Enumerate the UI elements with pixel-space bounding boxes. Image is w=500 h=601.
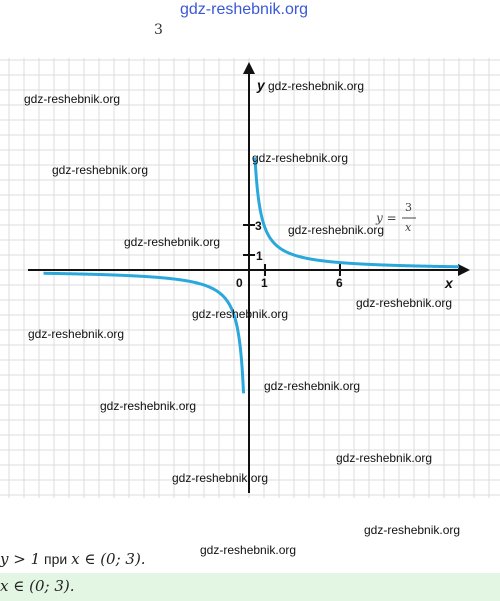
watermark: gdz-reshebnik.org xyxy=(24,92,121,106)
formula-lhs: y = xyxy=(375,211,397,225)
watermark: gdz-reshebnik.org xyxy=(172,471,269,485)
x-axis-label: x xyxy=(444,275,454,291)
watermark: gdz-reshebnik.org xyxy=(52,163,149,177)
origin-label: 0 xyxy=(236,276,243,290)
y-tick-1-label: 1 xyxy=(256,249,263,263)
formula-denominator: x xyxy=(405,221,412,234)
watermark: gdz-reshebnik.org xyxy=(356,296,453,310)
watermark: gdz-reshebnik.org xyxy=(336,451,433,465)
grid-lines xyxy=(0,58,500,498)
x-tick-1-label: 1 xyxy=(261,276,268,290)
watermark: gdz-reshebnik.org xyxy=(288,223,385,237)
watermark: gdz-reshebnik.org xyxy=(264,379,361,393)
answer-box: x ∈ (0; 3). xyxy=(0,573,500,601)
y-tick-3-label: 3 xyxy=(255,219,262,233)
watermark: gdz-reshebnik.org xyxy=(124,235,221,249)
watermark: gdz-reshebnik.org xyxy=(268,79,365,93)
pri-word: при xyxy=(40,551,72,567)
solution-line: y > 1 при x ∈ (0; 3). xyxy=(0,550,146,568)
formula-numerator: 3 xyxy=(405,201,412,214)
curve-branch-negative xyxy=(43,271,246,394)
site-link[interactable]: gdz-reshebnik.org xyxy=(180,1,309,18)
watermark: gdz-reshebnik.org xyxy=(252,151,349,165)
inequality-text: y > 1 xyxy=(0,550,41,568)
function-graph: y x 0 1 6 1 3 y = 3 x xyxy=(0,58,500,498)
interval-text: x ∈ (0; 3). xyxy=(71,550,146,568)
watermark: gdz-reshebnik.org xyxy=(200,543,297,557)
answer-text: x ∈ (0; 3). xyxy=(0,577,75,595)
problem-number: 3 xyxy=(154,22,163,38)
x-axis-arrow xyxy=(458,264,470,276)
y-axis-arrow xyxy=(243,62,255,74)
curve-branch-positive xyxy=(253,157,460,269)
x-tick-6-label: 6 xyxy=(336,276,343,290)
watermark: gdz-reshebnik.org xyxy=(192,307,289,321)
watermark: gdz-reshebnik.org xyxy=(364,523,461,537)
watermark: gdz-reshebnik.org xyxy=(28,327,125,341)
y-axis-label: y xyxy=(256,77,266,93)
function-formula: y = 3 x xyxy=(375,201,416,234)
watermark: gdz-reshebnik.org xyxy=(100,399,197,413)
